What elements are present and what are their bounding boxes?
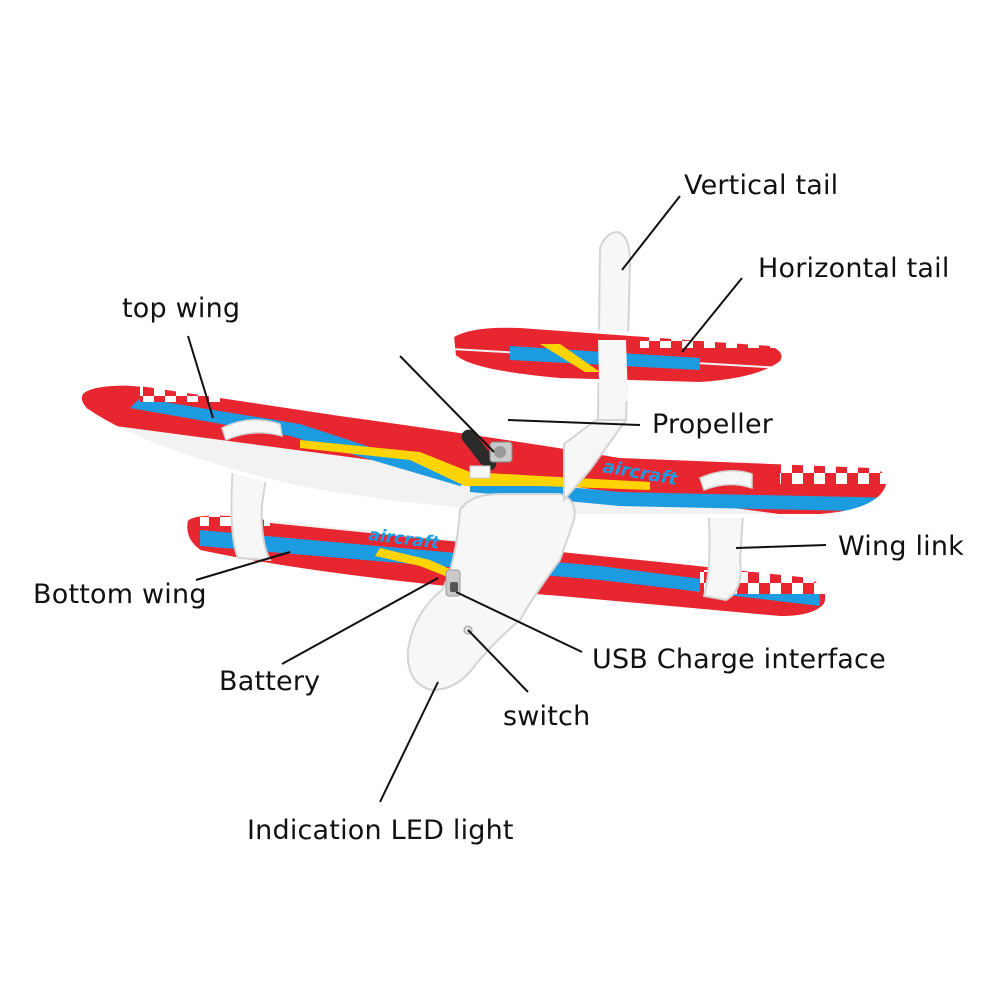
- label-usb-charge-interface: USB Charge interface: [592, 644, 886, 675]
- leader-propeller-arrow: [399, 355, 495, 453]
- leader-switch: [467, 629, 529, 693]
- leader-battery: [281, 577, 439, 665]
- leader-wing-link: [735, 544, 827, 549]
- label-vertical-tail: Vertical tail: [684, 170, 839, 201]
- leader-usb: [455, 591, 583, 653]
- leader-propeller: [507, 419, 641, 426]
- leader-lines: [187, 195, 827, 803]
- label-propeller: Propeller: [652, 409, 774, 440]
- label-top-wing: top wing: [122, 293, 241, 324]
- label-indication-led-light: Indication LED light: [247, 815, 514, 846]
- label-battery: Battery: [219, 666, 321, 697]
- fuselage: [406, 493, 576, 692]
- label-bottom-wing: Bottom wing: [33, 579, 207, 610]
- label-horizontal-tail: Horizontal tail: [758, 253, 950, 284]
- leader-top-wing: [187, 335, 214, 419]
- usb-port: [450, 582, 458, 592]
- label-switch: switch: [503, 701, 591, 732]
- nose-cap: [469, 465, 491, 479]
- leader-horizontal-tail: [681, 277, 743, 353]
- leader-led: [379, 681, 439, 803]
- label-wing-link: Wing link: [838, 531, 964, 562]
- propeller: [461, 429, 513, 471]
- leader-vertical-tail: [621, 195, 681, 271]
- leader-bottom-wing: [195, 551, 291, 581]
